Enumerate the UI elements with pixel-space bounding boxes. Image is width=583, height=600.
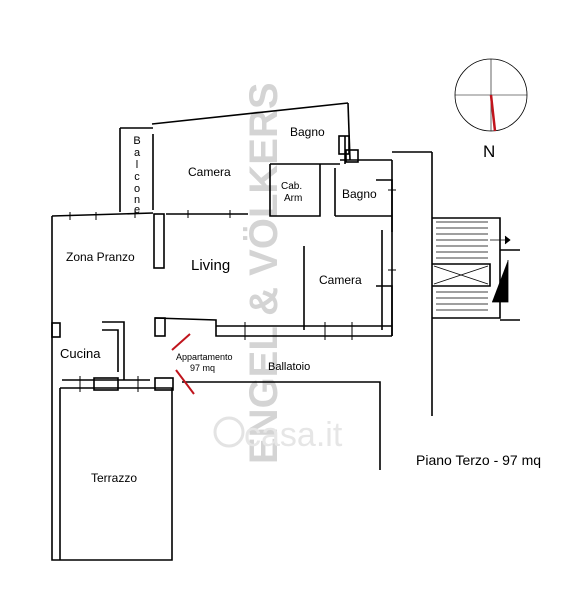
compass-north-label: N	[483, 142, 495, 161]
compass: N	[454, 58, 528, 161]
label-balcone-5: o	[134, 183, 140, 195]
watermark-site-logo: casa.it	[213, 416, 343, 454]
label-living: Living	[191, 257, 230, 274]
label-terrazzo: Terrazzo	[91, 471, 137, 485]
staircase	[433, 221, 511, 311]
red-markers	[171, 333, 195, 395]
walls	[51, 102, 520, 561]
watermark-brand: ENGEL & VÖLKERS	[241, 82, 286, 464]
room-labels: B a l c o n e Camera Bagno Cab. Arm Bagn…	[60, 125, 377, 485]
label-balcone-3: l	[136, 159, 138, 171]
label-appartamento-size: 97 mq	[190, 363, 215, 373]
label-appartamento: Appartamento	[176, 352, 233, 362]
compass-needle	[489, 94, 497, 132]
label-camera-right: Camera	[319, 273, 362, 287]
label-balcone-7: e	[134, 204, 140, 216]
label-balcone-6: n	[134, 194, 140, 206]
label-balcone-2: a	[134, 147, 141, 159]
watermark: ENGEL & VÖLKERS casa.it	[213, 82, 343, 464]
label-balcone-4: c	[134, 171, 140, 183]
label-cab-arm-1: Cab.	[281, 181, 302, 192]
window-ticks	[69, 189, 396, 392]
watermark-site: casa.it	[244, 416, 343, 454]
label-cucina: Cucina	[60, 346, 101, 361]
label-balcone-1: B	[133, 135, 140, 147]
label-camera-top: Camera	[188, 165, 231, 179]
label-cab-arm-2: Arm	[284, 193, 302, 204]
label-zona-pranzo: Zona Pranzo	[66, 250, 135, 264]
label-ballatoio: Ballatoio	[268, 361, 310, 373]
floor-caption: Piano Terzo - 97 mq	[416, 452, 541, 468]
label-bagno-top: Bagno	[290, 125, 325, 139]
label-bagno-mid: Bagno	[342, 187, 377, 201]
